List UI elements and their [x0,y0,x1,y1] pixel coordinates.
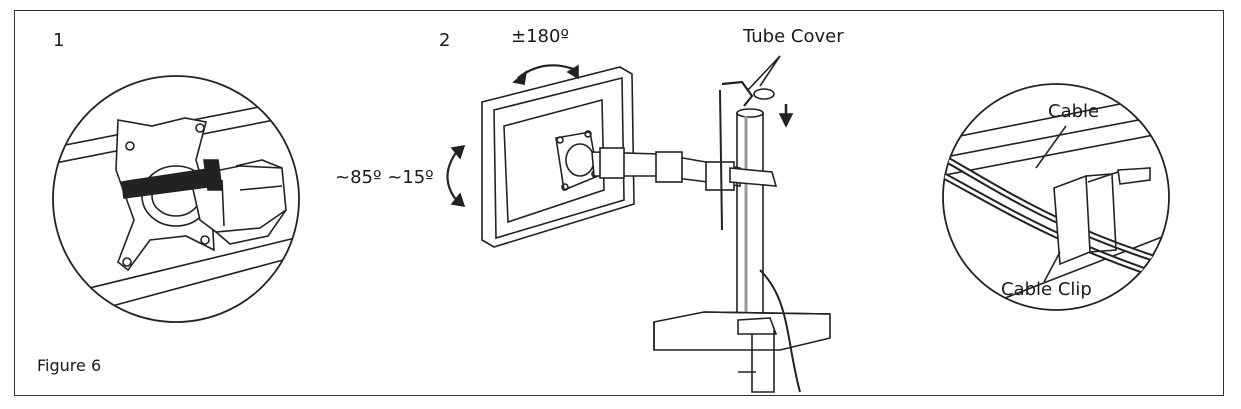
detail-vesa-mount [52,75,300,323]
rotation-label: ±180º [511,26,569,47]
tilt-label: ~85º ~15º [335,167,434,188]
main-monitor-arm [446,55,831,393]
figure-border [14,10,1224,396]
figure-caption: Figure 6 [37,356,102,375]
step-number-2: 2 [439,30,451,51]
cable-label: Cable [1048,101,1100,122]
detail-cable-clip [942,83,1170,311]
cable-clip-label: Cable Clip [1001,279,1092,300]
step-number-1: 1 [53,30,65,51]
tube-cover-label: Tube Cover [743,26,844,47]
